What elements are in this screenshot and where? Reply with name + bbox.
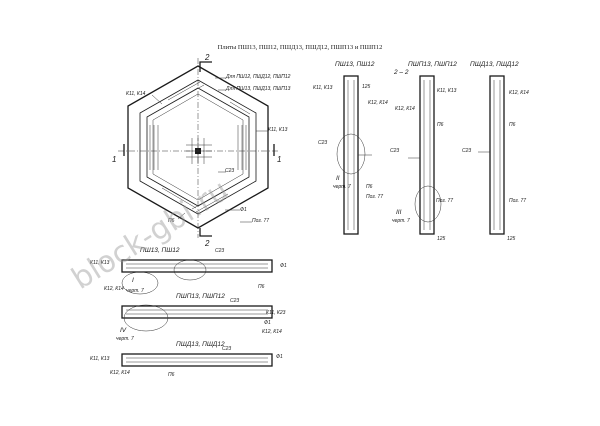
section-2-label-3: С23 (390, 148, 399, 154)
plan-label-f1: Ф1 (240, 207, 247, 213)
section-2-detail-note: черт. 7 (392, 218, 410, 224)
section-3-label-2: С23 (462, 148, 471, 154)
plan-label-poz77: Поз. 77 (252, 218, 269, 224)
section-1-label-2: С23 (318, 140, 327, 146)
profile-3-label-4: П6 (168, 372, 175, 378)
profile-2-detail-circle (123, 304, 169, 332)
profile-1-label-2: Ф1 (280, 263, 287, 269)
profile-3: ПШД13, ПШД12 С23 К11, К13 Ф1 К12, К14 П6 (90, 341, 283, 378)
plan-label-k11k14: К11, К14 (126, 91, 146, 97)
profile-1-label-4: К12, К14 (104, 286, 124, 292)
sections-heading: 2 – 2 (393, 69, 409, 76)
axis-label-left: 1 (112, 155, 116, 164)
section-mark-bottom (199, 228, 212, 237)
section-1-body (343, 75, 359, 235)
axis-label-right: 1 (277, 155, 281, 164)
profile-3-title: ПШД13, ПШД12 (176, 341, 225, 348)
section-2-label-1: К12, К14 (395, 106, 415, 112)
profile-2-label-0: С23 (230, 298, 239, 304)
section-2-detail-circle (414, 185, 442, 223)
section-1-dim: 125 (362, 84, 371, 90)
section-1-label-1: К12, К14 (368, 100, 388, 106)
section-2-dim: 125 (437, 236, 446, 242)
section-column-1: ПШ13, ПШ12 К11, К13 К12, К14 С23 П6 Поз.… (313, 61, 388, 235)
watermark-text: block-gbi.ru (66, 173, 235, 297)
section-1-detail-note: черт. 7 (333, 184, 351, 190)
edge-bars (149, 81, 251, 213)
section-1-title: ПШ13, ПШ12 (335, 61, 375, 68)
plan-leaders (151, 77, 268, 223)
profile-3-label-3: К12, К14 (110, 370, 130, 376)
profile-1-detail-circle (173, 259, 207, 281)
section-2-label-4: Поз. 77 (436, 198, 453, 204)
section-1-label-4: Поз. 77 (366, 194, 383, 200)
profile-2-detail: IV (120, 327, 127, 334)
section-2-label-0: К11, К13 (437, 88, 457, 94)
section-1-detail: II (336, 175, 340, 182)
section-label-bottom: 2 (204, 239, 210, 248)
section-2-label-2: П6 (437, 122, 444, 128)
profile-1-detail-circle-2 (121, 271, 159, 295)
hexagon-edge-beam (152, 93, 244, 201)
plan-label-p6: П6 (168, 218, 175, 224)
profile-1-body (121, 259, 273, 273)
plan-note-12: Для ПШ12, ПШД12, ПШП12 (225, 74, 291, 80)
profile-2-label-3: К12, К14 (262, 329, 282, 335)
section-column-2: ПШП13, ПШП12 К11, К13 К12, К14 П6 С23 По… (390, 61, 457, 242)
profile-1-detail: I (132, 277, 134, 284)
section-3-title: ПШД13, ПШД12 (470, 61, 519, 68)
profile-1-label-0: С23 (215, 248, 224, 254)
section-3-label-1: П6 (509, 122, 516, 128)
plan-label-k11k13: К11, К13 (268, 127, 288, 133)
section-3-label-0: К12, К14 (509, 90, 529, 96)
section-3-label-3: Поз. 77 (509, 198, 526, 204)
profile-2-body (121, 305, 273, 319)
profile-1-note: черт. 7 (126, 288, 144, 294)
section-2-detail: III (396, 209, 402, 216)
section-3-dim: 125 (507, 236, 516, 242)
section-mark-top (199, 61, 212, 72)
profile-1-label-3: П6 (258, 284, 265, 290)
section-1-detail-circle (336, 133, 366, 175)
profile-3-label-1: К11, К13 (90, 356, 110, 362)
profile-2: ПШП13, ПШП12 С23 К11, К23 Ф1 К12, К14 IV… (116, 293, 286, 342)
section-label-top: 2 (204, 53, 210, 62)
section-3-body (489, 75, 505, 235)
drawing-title: Плиты ПШ13, ПШ12, ПШД13, ПШД12, ПШП13 и … (218, 44, 383, 51)
section-2-body (419, 75, 435, 235)
profile-1: ПШ13, ПШ12 С23 К11, К13 Ф1 П6 К12, К14 I… (90, 247, 287, 295)
profile-2-label-1: К11, К23 (266, 310, 286, 316)
profile-3-body (121, 353, 273, 367)
profile-2-note: черт. 7 (116, 336, 134, 342)
hexagon-plan: 2 2 1 1 Для ПШ12, ПШД12, ПШП12 Для ПШ13,… (112, 53, 291, 248)
profile-1-label-1: К11, К13 (90, 260, 110, 266)
profile-2-title: ПШП13, ПШП12 (176, 293, 225, 300)
section-1-label-0: К11, К13 (313, 85, 333, 91)
plan-note-13: Для ПШ13, ПШД13, ПШП13 (225, 86, 291, 92)
section-1-label-3: П6 (366, 184, 373, 190)
profile-3-label-0: С23 (222, 346, 231, 352)
profile-1-title: ПШ13, ПШ12 (140, 247, 180, 254)
profile-3-label-2: Ф1 (276, 354, 283, 360)
profile-2-label-2: Ф1 (264, 320, 271, 326)
section-column-3: ПШД13, ПШД12 К12, К14 П6 С23 Поз. 77 125 (462, 61, 529, 242)
plan-label-c23: С23 (225, 168, 234, 174)
section-2-title: ПШП13, ПШП12 (408, 61, 457, 68)
